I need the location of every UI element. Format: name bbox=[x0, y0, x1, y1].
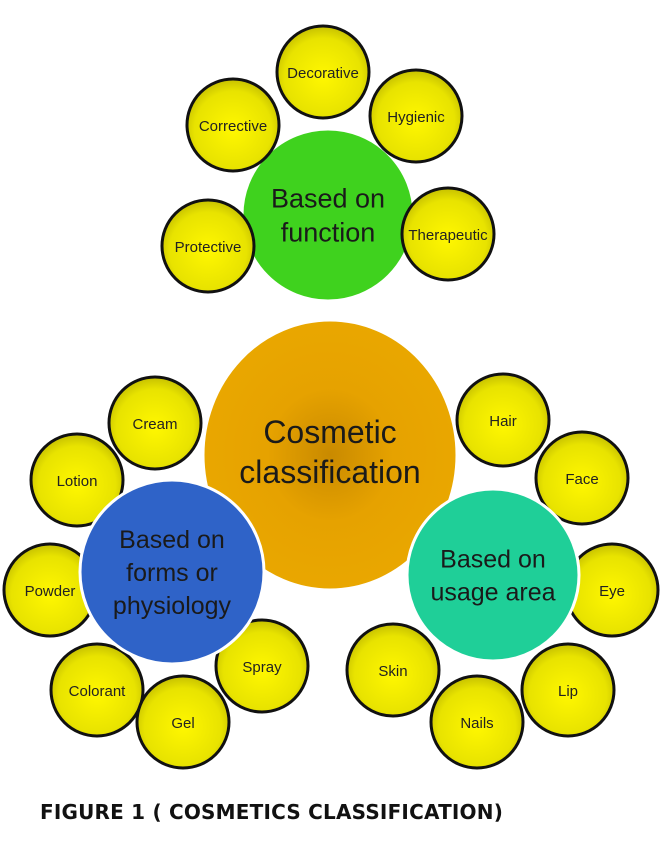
leaf-node-gel: Gel bbox=[135, 674, 231, 770]
leaf-circle bbox=[135, 674, 231, 770]
leaf-label: Hygienic bbox=[387, 109, 445, 126]
category-label-line: physiology bbox=[113, 592, 232, 620]
leaf-circle bbox=[214, 618, 310, 714]
leaf-circle bbox=[160, 198, 256, 294]
center-circle bbox=[201, 318, 459, 592]
category-label-line: Based on bbox=[119, 526, 225, 554]
figure-caption: FIGURE 1 ( COSMETICS CLASSIFICATION) bbox=[40, 800, 504, 824]
leaf-circle bbox=[275, 24, 371, 120]
leaf-circle bbox=[29, 432, 125, 528]
leaf-node-skin: Skin bbox=[345, 622, 441, 718]
leaf-label: Nails bbox=[460, 715, 493, 732]
leaf-node-lotion: Lotion bbox=[29, 432, 125, 528]
leaf-node-face: Face bbox=[534, 430, 630, 526]
category-label-line: Based on bbox=[440, 545, 546, 573]
leaf-circle bbox=[429, 674, 525, 770]
leaf-node-nails: Nails bbox=[429, 674, 525, 770]
leaf-label: Gel bbox=[171, 715, 194, 732]
leaf-circle bbox=[107, 375, 203, 471]
leaf-circle bbox=[345, 622, 441, 718]
leaf-node-hygienic: Hygienic bbox=[368, 68, 464, 164]
leaf-node-spray: Spray bbox=[214, 618, 310, 714]
leaf-label: Lotion bbox=[57, 473, 98, 490]
leaf-label: Corrective bbox=[199, 118, 267, 135]
leaf-node-lip: Lip bbox=[520, 642, 616, 738]
leaf-node-colorant: Colorant bbox=[49, 642, 145, 738]
category-node-usage: Based on usage area bbox=[405, 487, 581, 663]
leaf-label: Therapeutic bbox=[408, 227, 488, 244]
leaf-label: Spray bbox=[242, 659, 282, 676]
leaf-label: Colorant bbox=[69, 683, 127, 700]
leaf-node-hair: Hair bbox=[455, 372, 551, 468]
leaf-node-protective: Protective bbox=[160, 198, 256, 294]
leaf-node-cream: Cream bbox=[107, 375, 203, 471]
leaf-label: Eye bbox=[599, 583, 625, 600]
leaf-circle bbox=[455, 372, 551, 468]
category-circle bbox=[78, 478, 266, 666]
leaf-node-corrective: Corrective bbox=[185, 77, 281, 173]
leaf-label: Hair bbox=[489, 413, 517, 430]
center-label-line: classification bbox=[239, 454, 420, 490]
center-node: Cosmetic classification bbox=[201, 318, 459, 592]
category-label-line: function bbox=[281, 217, 376, 247]
center-label-line: Cosmetic bbox=[263, 414, 396, 450]
leaf-node-therapeutic: Therapeutic bbox=[400, 186, 496, 282]
leaf-label: Decorative bbox=[287, 65, 359, 82]
category-label-line: usage area bbox=[430, 578, 555, 606]
center-label: Cosmetic classification bbox=[239, 414, 420, 490]
category-label-line: Based on bbox=[271, 183, 385, 213]
leaf-circle bbox=[368, 68, 464, 164]
category-circle bbox=[405, 487, 581, 663]
category-label: Based on usage area bbox=[430, 545, 555, 606]
leaf-circle bbox=[520, 642, 616, 738]
leaf-circle bbox=[49, 642, 145, 738]
leaf-circle bbox=[400, 186, 496, 282]
category-node-forms: Based on forms or physiology bbox=[78, 478, 266, 666]
leaf-label: Powder bbox=[25, 583, 76, 600]
category-label: Based on function bbox=[271, 183, 385, 247]
leaf-node-decorative: Decorative bbox=[275, 24, 371, 120]
category-node-function: Based on function bbox=[240, 127, 416, 303]
category-label-line: forms or bbox=[126, 559, 218, 587]
leaf-label: Lip bbox=[558, 683, 578, 700]
leaf-label: Cream bbox=[132, 416, 177, 433]
leaf-circle bbox=[185, 77, 281, 173]
category-label: Based on forms or physiology bbox=[113, 526, 232, 620]
leaf-circle bbox=[534, 430, 630, 526]
leaf-label: Skin bbox=[378, 663, 407, 680]
leaf-label: Face bbox=[565, 471, 598, 488]
leaf-node-eye: Eye bbox=[564, 542, 660, 638]
leaf-label: Protective bbox=[175, 239, 242, 256]
